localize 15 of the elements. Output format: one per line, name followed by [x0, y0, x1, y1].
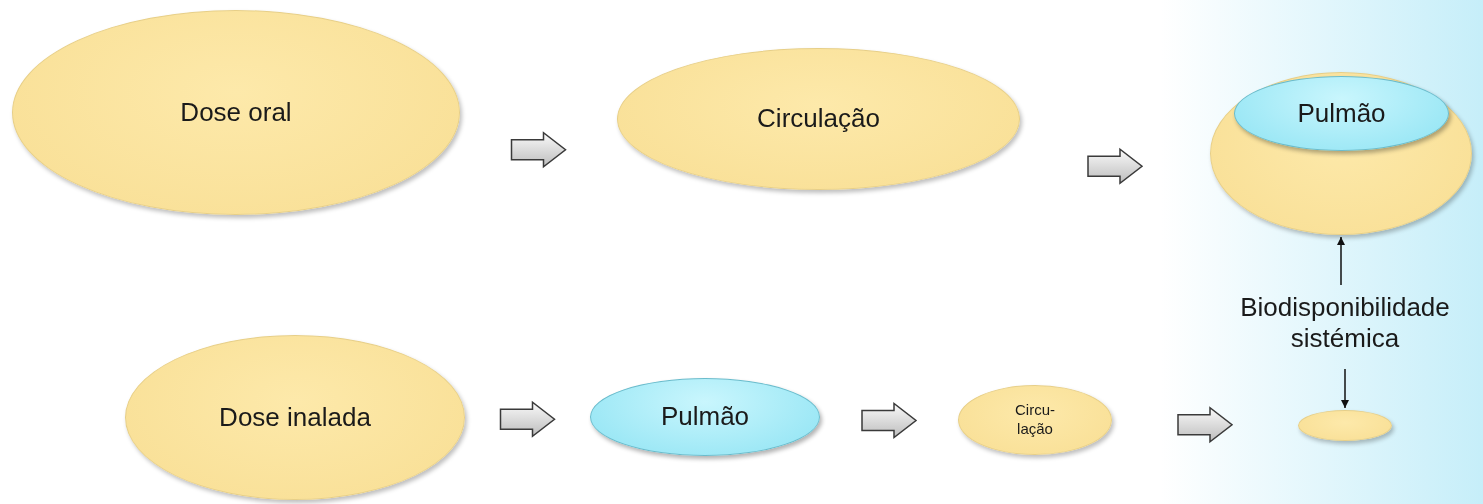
- node-label: Pulmão: [1297, 97, 1386, 130]
- block-arrow: [861, 401, 918, 440]
- block-arrow: [1177, 406, 1234, 444]
- block-arrow: [499, 400, 556, 438]
- node-label: Circulação: [757, 103, 880, 135]
- node-label: Dose oral: [180, 96, 292, 129]
- node-label: Circu- lação: [1014, 401, 1056, 439]
- node-label: Dose inalada: [219, 401, 371, 434]
- block-arrow: [1087, 147, 1144, 185]
- arrow: [1341, 368, 1349, 409]
- annotation-text: Biodisponibilidade sistémica: [1239, 291, 1451, 355]
- node-label: Pulmão: [660, 401, 750, 433]
- arrow: [1337, 236, 1345, 286]
- block-arrow: [510, 131, 567, 169]
- empty-ellipse: [1298, 410, 1392, 441]
